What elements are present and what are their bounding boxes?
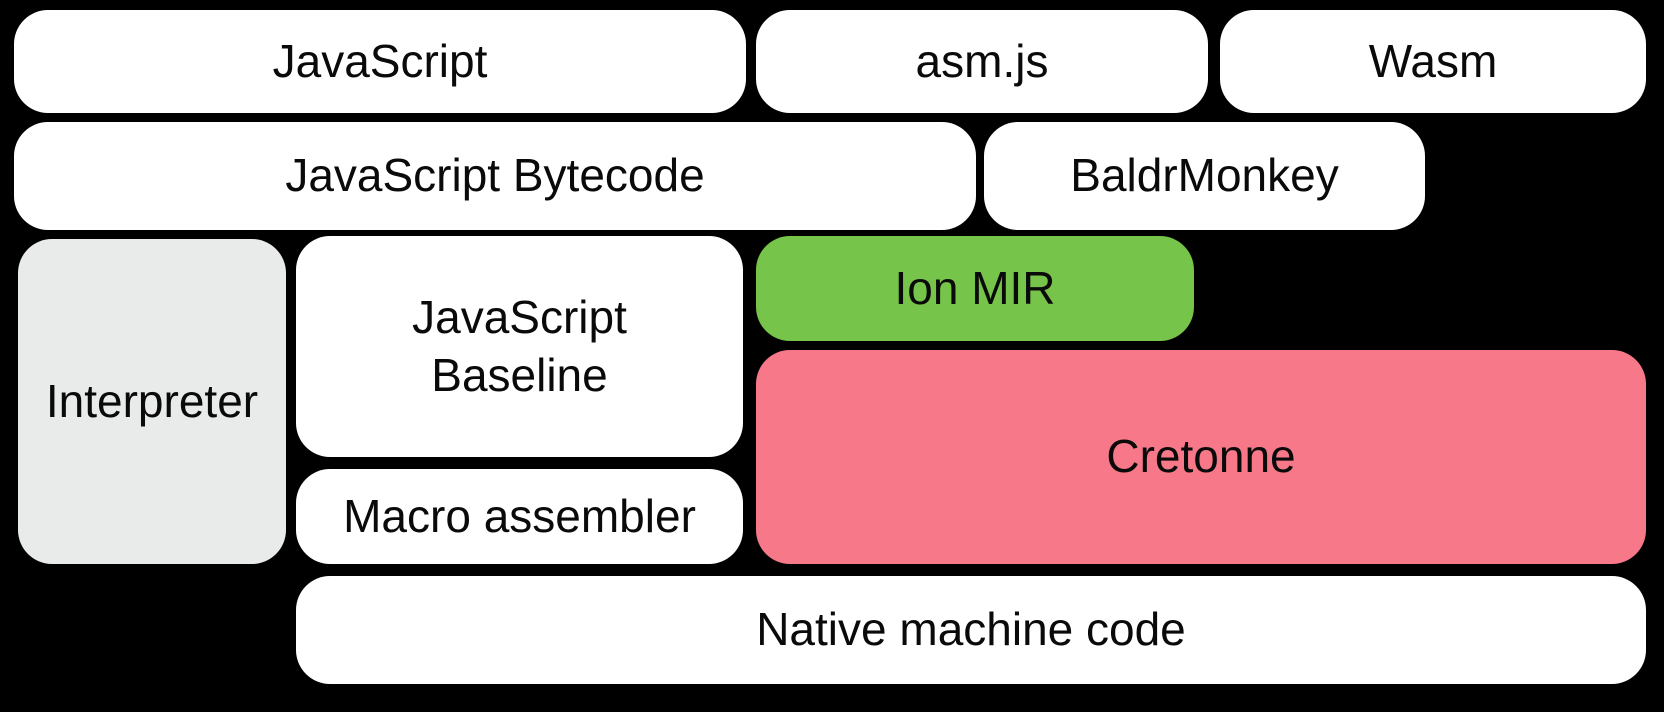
- node-interpreter: Interpreter: [18, 239, 286, 564]
- node-baldrmonkey-label: BaldrMonkey: [1070, 149, 1339, 202]
- node-asmjs-label: asm.js: [915, 34, 1049, 87]
- node-javascript: JavaScript: [14, 10, 746, 113]
- node-native-machine-code: Native machine code: [296, 576, 1646, 684]
- node-javascript-label: JavaScript: [272, 34, 488, 87]
- node-cretonne-label: Cretonne: [1106, 430, 1296, 483]
- node-ion-mir: Ion MIR: [756, 236, 1194, 341]
- node-asmjs: asm.js: [756, 10, 1208, 113]
- node-wasm: Wasm: [1220, 10, 1646, 113]
- node-native-machine-code-label: Native machine code: [756, 603, 1186, 656]
- node-javascript-bytecode: JavaScript Bytecode: [14, 122, 976, 230]
- node-ion-mir-label: Ion MIR: [894, 261, 1056, 314]
- node-javascript-baseline-label-line2: Baseline: [431, 348, 608, 401]
- node-macro-assembler-label: Macro assembler: [343, 489, 696, 542]
- node-javascript-baseline: JavaScript Baseline: [296, 236, 743, 457]
- node-macro-assembler: Macro assembler: [296, 469, 743, 564]
- node-wasm-label: Wasm: [1368, 34, 1498, 87]
- node-interpreter-label: Interpreter: [45, 374, 259, 427]
- node-javascript-bytecode-label: JavaScript Bytecode: [285, 149, 705, 202]
- node-javascript-baseline-label-line1: JavaScript: [412, 291, 627, 344]
- node-baldrmonkey: BaldrMonkey: [984, 122, 1425, 230]
- node-cretonne: Cretonne: [756, 350, 1646, 564]
